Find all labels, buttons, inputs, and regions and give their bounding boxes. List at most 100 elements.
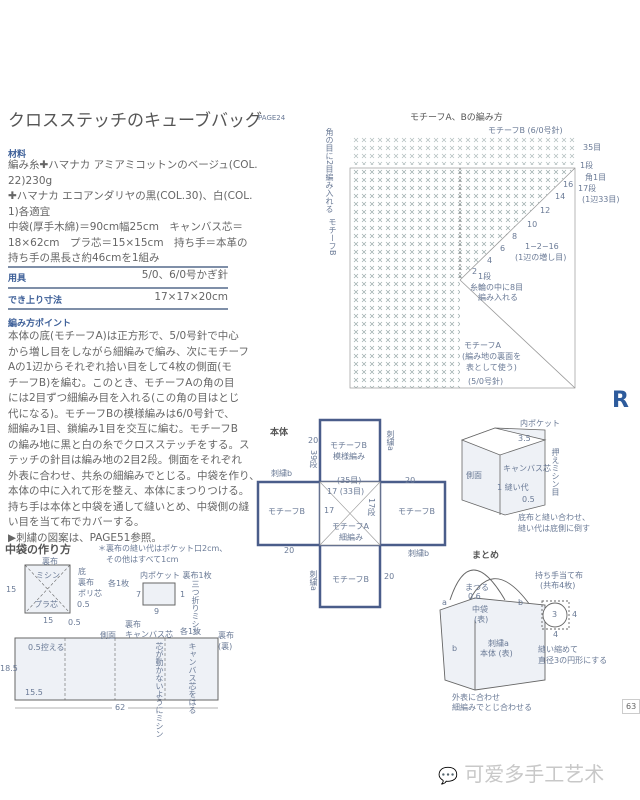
label: 刺繍a xyxy=(386,430,395,451)
label: まつる xyxy=(465,583,489,592)
label: 角1目 xyxy=(585,173,607,182)
label: モチーフB xyxy=(330,441,368,450)
label: (1辺33目) xyxy=(582,195,620,204)
label: 内ポケット 裏布1枚 xyxy=(140,571,212,580)
row-number: 14 xyxy=(555,192,566,201)
points-line: 外表に合わせ、共糸の細編みでとじる。中袋を作り、 xyxy=(8,469,260,482)
tools-label: 用具 xyxy=(8,274,27,284)
label: (共布4枚) xyxy=(540,581,576,590)
label: モチーフB xyxy=(398,507,436,516)
label: 芯が動かないようにミシン xyxy=(155,642,164,738)
size-label: でき上り寸法 xyxy=(8,296,63,306)
dimension: 4 xyxy=(553,630,559,639)
materials-line: 18×62cm プラ芯＝15×15cm 持ち手＝本革の xyxy=(8,236,248,249)
points-line: 持ち手は本体と中袋を通して縫いとめ、中袋側の縫 xyxy=(8,500,250,513)
dimension: 17 (33目) xyxy=(327,487,365,496)
finish-heading: まとめ xyxy=(472,551,500,561)
materials-line: 持ち手の黒長さ約46cmを1組み xyxy=(8,252,160,264)
materials-line: 1)各適宜 xyxy=(8,205,51,218)
section-letter: R xyxy=(612,388,629,413)
label: (表) xyxy=(474,615,489,624)
label: 側面 xyxy=(100,631,116,640)
label: 17段 xyxy=(578,184,597,193)
label: モチーフA xyxy=(464,341,501,350)
chart-title: モチーフA、Bの編み方 xyxy=(410,113,503,123)
page-number: 63 xyxy=(622,699,640,714)
label: 裏布 xyxy=(42,557,58,566)
dimension: 15 xyxy=(6,585,17,594)
label: 縫い縮めて xyxy=(538,645,578,654)
dimension: 0.5 xyxy=(68,618,81,627)
tools-value: 5/0、6/0号かぎ針 xyxy=(141,269,228,281)
points-note: ▶刺繍の図案は、PAGE51参照。 xyxy=(8,531,162,544)
divider xyxy=(8,287,228,289)
label: 編み入れる xyxy=(478,293,518,302)
box-diagram xyxy=(460,427,547,516)
dimension: 3.5 xyxy=(518,434,531,443)
divider xyxy=(8,266,228,268)
page-title: クロスステッチのキューブバッグ xyxy=(8,111,262,131)
inner-bag-heading: 中袋の作り方 xyxy=(5,543,71,556)
label: モチーフB xyxy=(328,218,337,256)
label: 刺繍b xyxy=(271,469,293,478)
label: b xyxy=(518,598,524,607)
size-value: 17×17×20cm xyxy=(154,291,228,303)
dimension: 17 xyxy=(324,506,335,515)
points-line: には2目ずつ細編み目を入れる(この角の目はとじ xyxy=(8,392,240,404)
dimension: 4 xyxy=(572,610,578,619)
points-line: い目を当て布でカバーする。 xyxy=(8,516,145,528)
label: モチーフB (6/0号針) xyxy=(488,126,563,135)
points-heading: 編み方ポイント xyxy=(8,319,72,329)
points-line: 代になる)。モチーフBの模様編みは6/0号針で、 xyxy=(8,407,235,420)
materials-heading: 材料 xyxy=(8,150,27,160)
inner-bag-diagrams xyxy=(14,564,219,709)
label: 裏布 xyxy=(125,620,141,629)
label: 各1枚 xyxy=(180,627,202,636)
label: キャンバス芯をはる xyxy=(188,642,197,714)
points-line: Aの1辺からそれぞれ拾い目をして4枚の側面(モ xyxy=(8,361,232,373)
row-number: 8 xyxy=(512,232,518,241)
row-number: 12 xyxy=(540,206,551,215)
label: 刺繍b xyxy=(408,549,430,558)
label: 側面 xyxy=(466,471,482,480)
label: 糸輪の中に8目 xyxy=(470,283,524,292)
motif-chart-top xyxy=(350,137,575,165)
page-ref: PAGE24 xyxy=(258,114,286,122)
label: 1段 xyxy=(580,161,594,170)
label: 本体 (表) xyxy=(480,649,513,658)
watermark-text: 可爱多手工艺术 xyxy=(464,762,605,786)
label: (編み地の裏面を xyxy=(462,352,522,361)
dimension: 0.6 xyxy=(468,592,481,601)
materials-line: 中袋(厚手木綿)＝90cm幅25cm キャンバス芯＝ xyxy=(8,221,243,233)
materials-line: 22)230g xyxy=(8,174,53,187)
points-line: チーフB)を編む。このとき、モチーフAの角の目 xyxy=(8,376,235,389)
bag-diagram xyxy=(439,569,570,691)
label: 中袋 xyxy=(472,605,488,614)
label: 1 縫い代 xyxy=(497,483,529,492)
dimension: 7 xyxy=(136,590,142,599)
materials-line: 編み糸✚ハマナカ アミアミコットンのベージュ(COL. xyxy=(8,159,258,171)
row-number: 10 xyxy=(527,220,538,229)
label: 底布と縫い合わせ、 xyxy=(518,513,590,522)
label: 持ち手当て布 xyxy=(535,571,583,580)
points-line: の編み地に黒と白の糸でクロスステッチをする。ス xyxy=(8,438,250,451)
dimension: 39段 xyxy=(309,450,318,469)
label: ポリ芯 xyxy=(78,589,102,598)
divider xyxy=(8,308,228,310)
points-text: 本体の底(モチーフA)は正方形で、5/0号針で中心 から増し目をしながら細編みで… xyxy=(8,329,260,546)
dimension: 3 xyxy=(552,610,558,619)
cube-net xyxy=(256,418,447,609)
label: 各1枚 xyxy=(108,579,130,588)
materials-list: 編み糸✚ハマナカ アミアミコットンのベージュ(COL. 22)230g ✚ハマナ… xyxy=(8,158,258,267)
dimension: 9 xyxy=(154,607,160,616)
points-line: テッチの針目は編み地の2目2段。側面をそれぞれ xyxy=(8,454,242,466)
label: 1段 xyxy=(478,272,492,281)
row-number: 6 xyxy=(500,244,506,253)
dimension: 20 xyxy=(384,572,395,581)
label: 直径3の円形にする xyxy=(538,656,608,665)
label: モチーフB xyxy=(332,575,370,584)
label: a xyxy=(442,598,447,607)
dimension: (35目) xyxy=(337,476,362,485)
label: 模様編み xyxy=(333,452,365,461)
